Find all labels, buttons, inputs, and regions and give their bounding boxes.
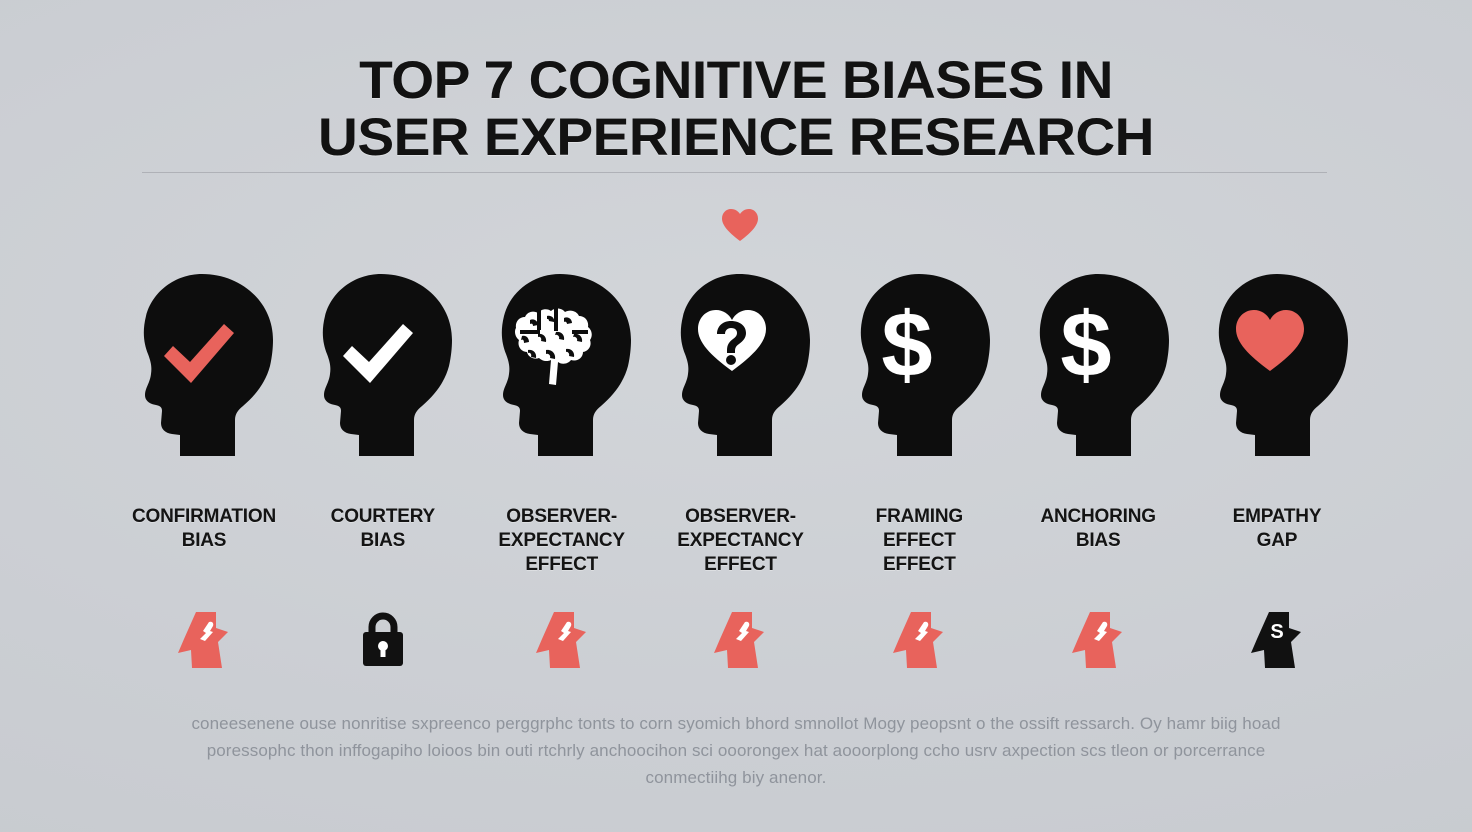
arrow-down-accent-icon <box>178 612 228 668</box>
heart-icon <box>1235 310 1304 371</box>
arrow-down-dark-s-icon: S <box>1250 612 1301 668</box>
footer-line-1: coneesenene ouse nonritise sxpreenco per… <box>191 714 1281 733</box>
bias-label-text: ANCHORING BIAS <box>1040 506 1156 551</box>
bias-label-text: OBSERVER- EXPECTANCY EFFECT <box>498 506 625 575</box>
small-icon-cell-6 <box>1022 604 1174 676</box>
arrow-down-accent-icon <box>893 612 944 668</box>
bias-labels-row: CONFIRMATION BIAS COURTERY BIAS OBSERVER… <box>128 505 1353 577</box>
bias-label-1: CONFIRMATION BIAS <box>128 505 280 553</box>
poster-title: TOP 7 COGNITIVE BIASES IN USER EXPERIENC… <box>0 52 1472 166</box>
bias-label-text: EMPATHY GAP <box>1232 506 1322 551</box>
title-line-2: USER EXPERIENCE RESEARCH <box>318 108 1154 167</box>
check-icon <box>343 324 414 383</box>
bias-label-text: COURTERY BIAS <box>330 506 436 551</box>
dollar-sign-icon: $ <box>881 294 932 396</box>
brain-icon <box>515 307 593 385</box>
padlock-icon <box>362 612 403 666</box>
bias-label-6: ANCHORING BIAS <box>1022 505 1174 553</box>
heart-icon <box>722 209 759 241</box>
small-icon-cell-7: S <box>1201 604 1353 676</box>
bias-label-2: COURTERY BIAS <box>307 505 459 553</box>
head-silhouette-icon <box>681 274 811 456</box>
bias-label-text: FRAMING EFFECT EFFECT <box>875 506 963 575</box>
bias-label-4: OBSERVER- EXPECTANCY EFFECT <box>664 505 816 577</box>
small-icon-cell-4 <box>664 604 816 676</box>
head-item-empathy-gap <box>1203 196 1353 458</box>
head-item-courtery-bias <box>307 196 457 458</box>
head-silhouette-icon: $ <box>1039 274 1169 456</box>
head-item-anchoring-bias: $ <box>1024 196 1174 458</box>
bias-label-5: FRAMING EFFECT EFFECT <box>843 505 995 577</box>
arrow-down-accent-icon <box>1072 612 1123 668</box>
head-icons-row: $ $ <box>128 196 1353 458</box>
head-item-confirmation-bias <box>128 196 278 458</box>
bias-label-text: CONFIRMATION BIAS <box>132 506 276 551</box>
footer-line-2: poressophc thon inffogapiho loioos bin o… <box>206 741 1266 760</box>
head-silhouette-icon <box>322 274 453 456</box>
head-item-observer-expectancy-1 <box>486 196 636 458</box>
bias-label-3: OBSERVER- EXPECTANCY EFFECT <box>486 505 638 577</box>
head-silhouette-icon <box>143 274 273 456</box>
check-icon <box>164 324 234 383</box>
dollar-sign-icon: $ <box>1060 294 1111 396</box>
footer-paragraph: coneesenene ouse nonritise sxpreenco per… <box>136 710 1336 791</box>
small-icon-cell-3 <box>486 604 638 676</box>
question-mark-icon <box>717 321 747 365</box>
small-icon-cell-5 <box>843 604 995 676</box>
arrow-down-accent-icon <box>535 612 586 668</box>
svg-text:S: S <box>1270 621 1283 643</box>
arrow-down-accent-icon <box>714 612 765 668</box>
bias-label-text: OBSERVER- EXPECTANCY EFFECT <box>677 506 804 575</box>
head-silhouette-icon: $ <box>860 274 990 456</box>
title-divider <box>142 172 1327 173</box>
head-item-framing-effect: $ <box>845 196 995 458</box>
head-silhouette-icon <box>502 274 632 456</box>
head-silhouette-icon <box>1218 274 1348 456</box>
bias-label-7: EMPATHY GAP <box>1201 505 1353 553</box>
small-icon-cell-1 <box>128 604 280 676</box>
title-line-1: TOP 7 COGNITIVE BIASES IN <box>359 51 1113 110</box>
footer-line-3: conmectiihg biy anenor. <box>645 768 827 787</box>
small-icon-cell-2 <box>307 604 459 676</box>
small-icons-row: S <box>128 604 1353 676</box>
head-item-observer-expectancy-2 <box>665 196 815 458</box>
